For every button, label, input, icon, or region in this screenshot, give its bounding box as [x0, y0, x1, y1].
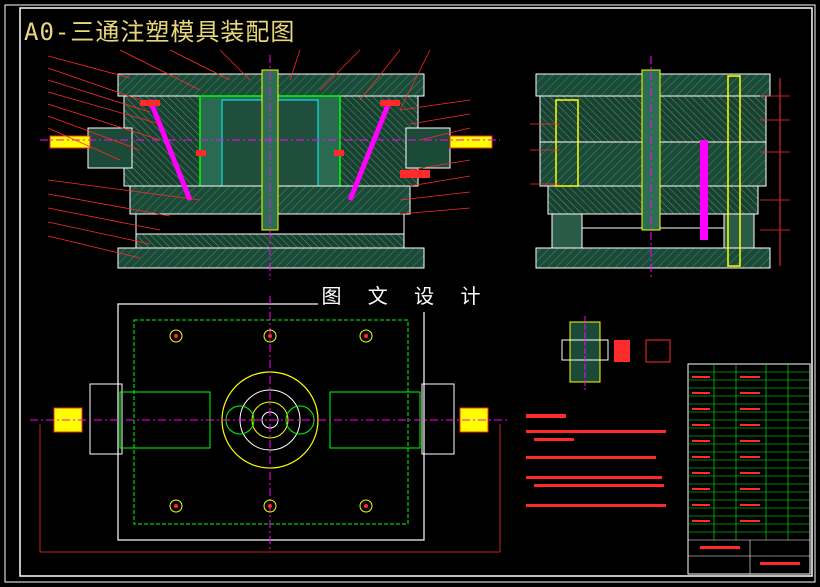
- detail-view: [561, 316, 671, 390]
- inner-border: [19, 7, 813, 577]
- parts-list-entries: [692, 376, 800, 565]
- side-section-view: [530, 56, 790, 280]
- front-section-view: [40, 49, 500, 280]
- outer-border: [4, 4, 816, 583]
- drawing-title: A0-三通注塑模具装配图: [24, 18, 296, 46]
- parts-list: [687, 363, 811, 575]
- technical-notes: [526, 414, 666, 507]
- plan-view: [30, 296, 510, 553]
- watermark-text: 图 文 设 计: [318, 280, 494, 312]
